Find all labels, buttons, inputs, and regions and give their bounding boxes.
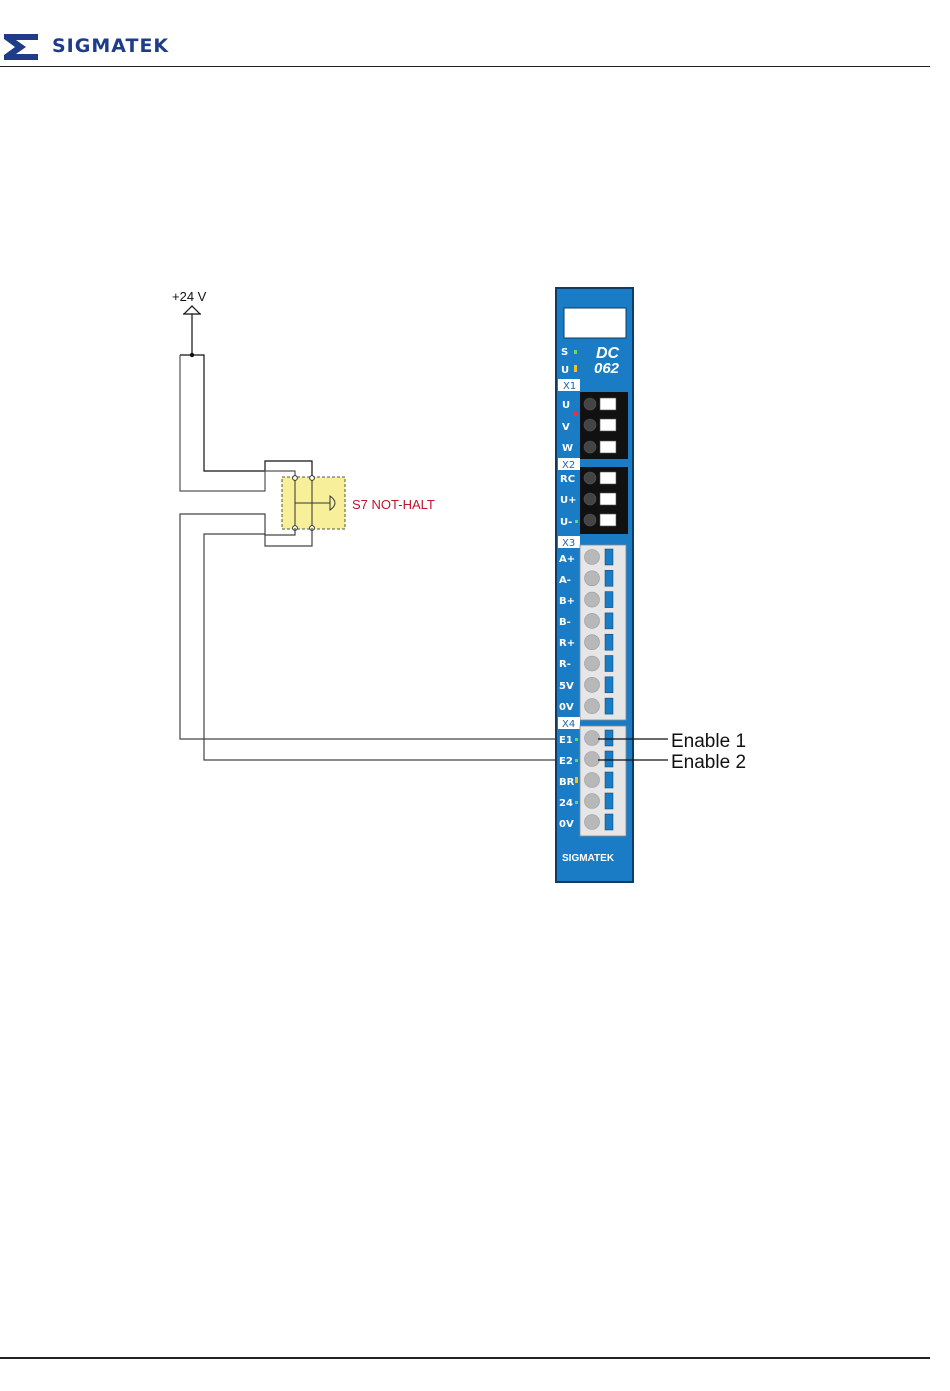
- terminal-screw-icon: [585, 794, 600, 809]
- connector-x1-label: X1: [563, 381, 576, 392]
- terminal-release-icon: [605, 751, 613, 767]
- terminal-screw-icon: [585, 571, 600, 586]
- connector-x3-block: [580, 545, 626, 720]
- x1-terminal-icons: [584, 398, 616, 453]
- svg-text:U: U: [562, 400, 570, 411]
- svg-text:U-: U-: [560, 517, 572, 528]
- footer-divider: [0, 1357, 930, 1359]
- terminal-release-icon: [605, 730, 613, 746]
- callout-enable-2: Enable 2: [671, 752, 746, 773]
- callout-enable-1: Enable 1: [671, 731, 746, 752]
- enable-2-cable: [204, 528, 560, 760]
- terminal-release-icon: [605, 570, 613, 586]
- svg-text:E1: E1: [559, 735, 573, 746]
- status-led-u-label: U: [561, 365, 569, 376]
- supply-label: +24 V: [172, 289, 207, 304]
- x1-led-icon: [574, 412, 577, 416]
- svg-text:5V: 5V: [559, 681, 574, 692]
- svg-text:RC: RC: [560, 474, 575, 485]
- emergency-stop-switch: [282, 476, 345, 531]
- status-led-s-icon: [574, 350, 577, 354]
- terminal-release-icon: [605, 814, 613, 830]
- terminal-release-icon: [605, 549, 613, 565]
- terminal-release-icon: [605, 656, 613, 672]
- terminal-screw-icon: [585, 731, 600, 746]
- status-led-u-icon: [574, 365, 577, 372]
- x2-terminal-icons: [584, 472, 616, 526]
- svg-text:A-: A-: [559, 575, 571, 586]
- connector-x4-label: X4: [562, 719, 575, 730]
- svg-text:A+: A+: [559, 554, 575, 565]
- terminal-release-icon: [605, 772, 613, 788]
- terminal-release-icon: [605, 793, 613, 809]
- module-display: [564, 308, 626, 338]
- switch-label: S7 NOT-HALT: [352, 497, 435, 512]
- enable-1-cable: [180, 514, 560, 739]
- supply-symbol-icon: [183, 306, 201, 357]
- status-led-s-label: S: [561, 347, 568, 358]
- svg-text:V: V: [562, 422, 570, 433]
- terminal-screw-icon: [585, 699, 600, 714]
- svg-text:R+: R+: [559, 638, 575, 649]
- svg-text:BR: BR: [559, 777, 575, 788]
- x4-br-led-icon: [575, 777, 578, 783]
- x4-24-led-icon: [575, 801, 578, 804]
- terminal-release-icon: [605, 592, 613, 608]
- terminal-screw-icon: [585, 592, 600, 607]
- terminal-screw-icon: [585, 752, 600, 767]
- terminal-screw-icon: [585, 635, 600, 650]
- terminal-screw-icon: [585, 656, 600, 671]
- supply-cable: [180, 355, 312, 491]
- svg-text:W: W: [562, 443, 573, 454]
- terminal-screw-icon: [585, 677, 600, 692]
- svg-text:U+: U+: [560, 495, 577, 506]
- svg-text:24: 24: [559, 798, 573, 809]
- terminal-screw-icon: [585, 815, 600, 830]
- terminal-screw-icon: [585, 613, 600, 628]
- svg-text:0V: 0V: [559, 819, 574, 830]
- terminal-release-icon: [605, 613, 613, 629]
- svg-text:E2: E2: [559, 756, 573, 767]
- x4-e1-led-icon: [575, 738, 578, 741]
- svg-text:B-: B-: [559, 617, 571, 628]
- x4-e2-led-icon: [575, 759, 578, 762]
- terminal-release-icon: [605, 698, 613, 714]
- svg-text:R-: R-: [559, 659, 571, 670]
- terminal-screw-icon: [585, 550, 600, 565]
- svg-text:B+: B+: [559, 596, 575, 607]
- dc062-module: DC 062 S U X1 U V W X2 RC U+ U-: [556, 288, 633, 882]
- terminal-screw-icon: [585, 773, 600, 788]
- terminal-release-icon: [605, 634, 613, 650]
- svg-text:0V: 0V: [559, 702, 574, 713]
- module-footer-brand: SIGMATEK: [562, 853, 615, 864]
- connector-x3-label: X3: [562, 538, 575, 549]
- x2-led-icon: [575, 520, 578, 523]
- terminal-release-icon: [605, 677, 613, 693]
- connector-x2-label: X2: [562, 460, 575, 471]
- module-title-line2: 062: [594, 360, 620, 377]
